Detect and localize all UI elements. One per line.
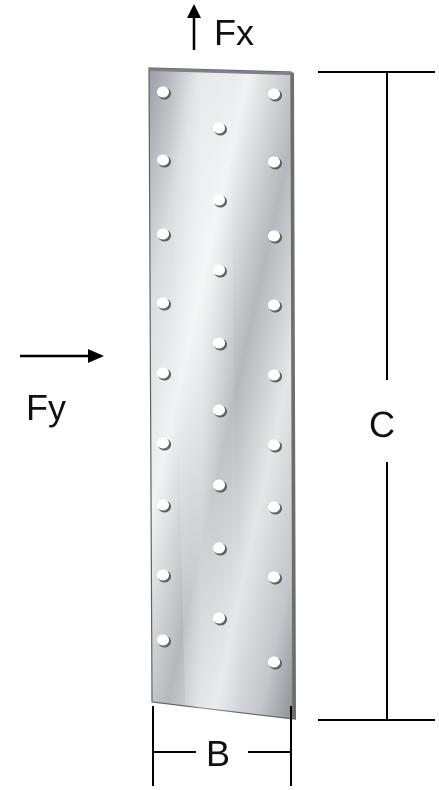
plate-hole (268, 501, 280, 513)
plate-hole (157, 437, 169, 449)
plate-hole (213, 404, 225, 416)
force-x-arrow (187, 4, 201, 50)
force-x-label: Fx (214, 12, 254, 53)
plate-hole (268, 88, 280, 100)
plate-hole (268, 299, 280, 311)
plate-hole (268, 571, 280, 583)
plate-hole (213, 122, 225, 134)
dimension-c-label: C (369, 404, 395, 445)
perforated-plate (148, 67, 296, 720)
plate-hole (268, 156, 280, 168)
plate-hole (157, 228, 169, 240)
dimension-b-label: B (206, 733, 230, 774)
plate-hole (157, 569, 169, 581)
plate-hole (213, 194, 225, 206)
plate-hole (268, 439, 280, 451)
plate-hole (157, 86, 169, 98)
plate-hole (157, 297, 169, 309)
plate-hole (213, 264, 225, 276)
plate-hole (268, 656, 280, 668)
plate-hole (157, 367, 169, 379)
plate-hole (213, 337, 225, 349)
plate-hole (213, 542, 225, 554)
plate-hole (157, 634, 169, 646)
plate-top-edge (149, 68, 291, 75)
plate-hole (213, 479, 225, 491)
plate-right-edge (291, 72, 296, 720)
dimension-c (318, 71, 435, 721)
plate-hole (268, 369, 280, 381)
dimension-b (152, 706, 292, 786)
plate-hole (213, 612, 225, 624)
force-y-arrow (20, 349, 104, 363)
plate-hole (157, 499, 169, 511)
force-y-label: Fy (26, 387, 66, 428)
plate-hole (268, 230, 280, 242)
plate-sheen (170, 70, 240, 717)
plate-hole (157, 154, 169, 166)
plate-holes (157, 86, 282, 670)
